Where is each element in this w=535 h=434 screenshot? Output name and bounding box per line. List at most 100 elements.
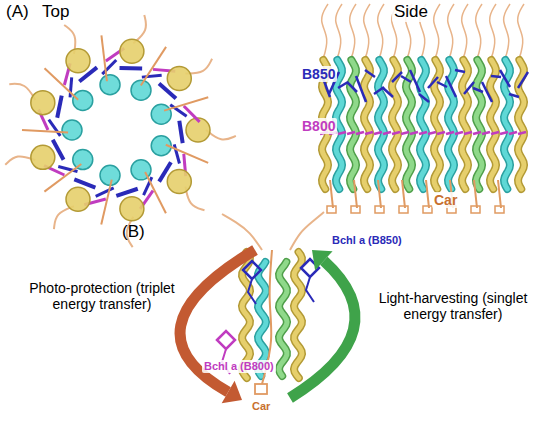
b800-pigment bbox=[464, 132, 472, 134]
b850-pigment bbox=[57, 96, 61, 118]
beta-helix bbox=[66, 49, 90, 73]
panel-letter: (A) bbox=[6, 2, 29, 22]
carotenoid bbox=[22, 130, 68, 133]
helix bbox=[258, 262, 266, 376]
b850-pigment bbox=[49, 120, 61, 136]
b850-pigment bbox=[179, 121, 182, 143]
carotenoid-ring bbox=[423, 206, 432, 213]
protein-tail bbox=[462, 4, 468, 62]
b850-pigment bbox=[518, 72, 528, 88]
b800-pigment bbox=[374, 132, 382, 134]
carotenoid bbox=[44, 164, 81, 192]
alpha-helix bbox=[73, 150, 93, 170]
b800-pigment bbox=[392, 132, 400, 134]
b850-pigment bbox=[116, 189, 137, 196]
helix-outline bbox=[364, 60, 370, 189]
view-title: Top bbox=[42, 2, 69, 22]
carotenoid bbox=[426, 180, 429, 208]
b800-pigment bbox=[446, 132, 454, 134]
b850-pigment bbox=[410, 70, 420, 92]
carotenoid bbox=[101, 180, 112, 225]
panel-letter: (B) bbox=[122, 222, 145, 242]
process-label: Light-harvesting (singlet energy transfe… bbox=[374, 290, 532, 322]
pigment-label: B850 bbox=[300, 66, 337, 82]
b850-pigment bbox=[509, 94, 519, 97]
carotenoid bbox=[45, 68, 79, 100]
carotenoid bbox=[330, 180, 333, 208]
protein-tail bbox=[364, 4, 370, 62]
b800-pigment bbox=[347, 132, 355, 134]
helix-outline bbox=[279, 262, 287, 376]
protein-tail bbox=[290, 212, 324, 250]
b800-pigment bbox=[419, 132, 427, 134]
helix bbox=[490, 60, 496, 189]
pigment-label: Bchl a (B800) bbox=[202, 360, 276, 373]
protein-tail bbox=[434, 4, 440, 62]
beta-helix bbox=[31, 91, 55, 115]
b850-pigment bbox=[455, 70, 465, 72]
b800-pigment bbox=[518, 132, 526, 134]
carotenoid bbox=[474, 180, 477, 208]
b850-pigment bbox=[482, 82, 492, 102]
b850-pigment bbox=[473, 88, 483, 92]
carotenoid bbox=[145, 172, 166, 213]
pigment-label: Bchl a (B850) bbox=[330, 234, 404, 247]
alpha-helix bbox=[100, 75, 120, 95]
carotenoid bbox=[166, 145, 208, 163]
beta-helix bbox=[120, 197, 144, 221]
b800-pigment bbox=[509, 132, 517, 134]
b800-pigment bbox=[491, 132, 499, 134]
beta-helix bbox=[66, 187, 90, 211]
b800-pigment bbox=[217, 331, 235, 349]
alpha-helix bbox=[62, 120, 82, 140]
alpha-helix bbox=[100, 165, 120, 185]
side-view-complex bbox=[320, 4, 528, 213]
b850-pigment bbox=[491, 76, 501, 77]
b850-pigment bbox=[174, 144, 179, 163]
b850-pigment bbox=[419, 94, 429, 102]
process-label: Photo-protection (triplet energy transfe… bbox=[22, 280, 182, 312]
carotenoid-label: Car bbox=[432, 192, 459, 208]
carotenoid-ring bbox=[495, 206, 504, 213]
beta-helix bbox=[31, 145, 55, 169]
b800-pigment bbox=[428, 132, 436, 134]
carotenoid bbox=[164, 97, 208, 110]
b800-pigment bbox=[455, 132, 463, 134]
b850-pigment bbox=[120, 66, 143, 71]
protein-tail bbox=[322, 4, 328, 62]
b800-pigment bbox=[410, 132, 418, 134]
b850-pigment bbox=[356, 76, 366, 102]
protein-tail bbox=[350, 4, 356, 62]
alpha-helix bbox=[151, 104, 171, 124]
alpha-helix bbox=[131, 80, 151, 100]
helix-outline bbox=[350, 60, 356, 189]
protein-tail bbox=[222, 214, 262, 250]
b850-pigment bbox=[500, 70, 510, 87]
carotenoid-ring bbox=[399, 206, 408, 213]
b850-pigment-tail bbox=[306, 277, 314, 302]
helix-outline bbox=[294, 252, 302, 378]
view-title: Side bbox=[392, 2, 430, 22]
b850-pigment bbox=[401, 76, 411, 82]
carotenoid bbox=[378, 180, 381, 208]
carotenoid-label: Car bbox=[250, 400, 272, 413]
beta-helix bbox=[167, 169, 191, 193]
b850-pigment bbox=[142, 75, 162, 77]
protein-tail bbox=[378, 4, 384, 62]
beta-helix bbox=[120, 39, 144, 63]
helix bbox=[364, 60, 370, 189]
helix bbox=[294, 252, 302, 378]
carotenoid bbox=[141, 47, 166, 86]
carotenoid-ring bbox=[375, 206, 384, 213]
beta-helix bbox=[167, 67, 191, 91]
b850-pigment bbox=[74, 179, 95, 187]
carotenoid-ring bbox=[471, 206, 480, 213]
b850-pigment bbox=[347, 82, 357, 92]
protein-tail bbox=[504, 4, 510, 62]
b850-pigment bbox=[374, 87, 384, 94]
b850-pigment bbox=[383, 88, 393, 97]
singlet-transfer-arrow bbox=[290, 261, 355, 398]
carotenoid bbox=[354, 180, 357, 208]
b800-pigment bbox=[401, 132, 409, 134]
helix bbox=[420, 60, 426, 189]
